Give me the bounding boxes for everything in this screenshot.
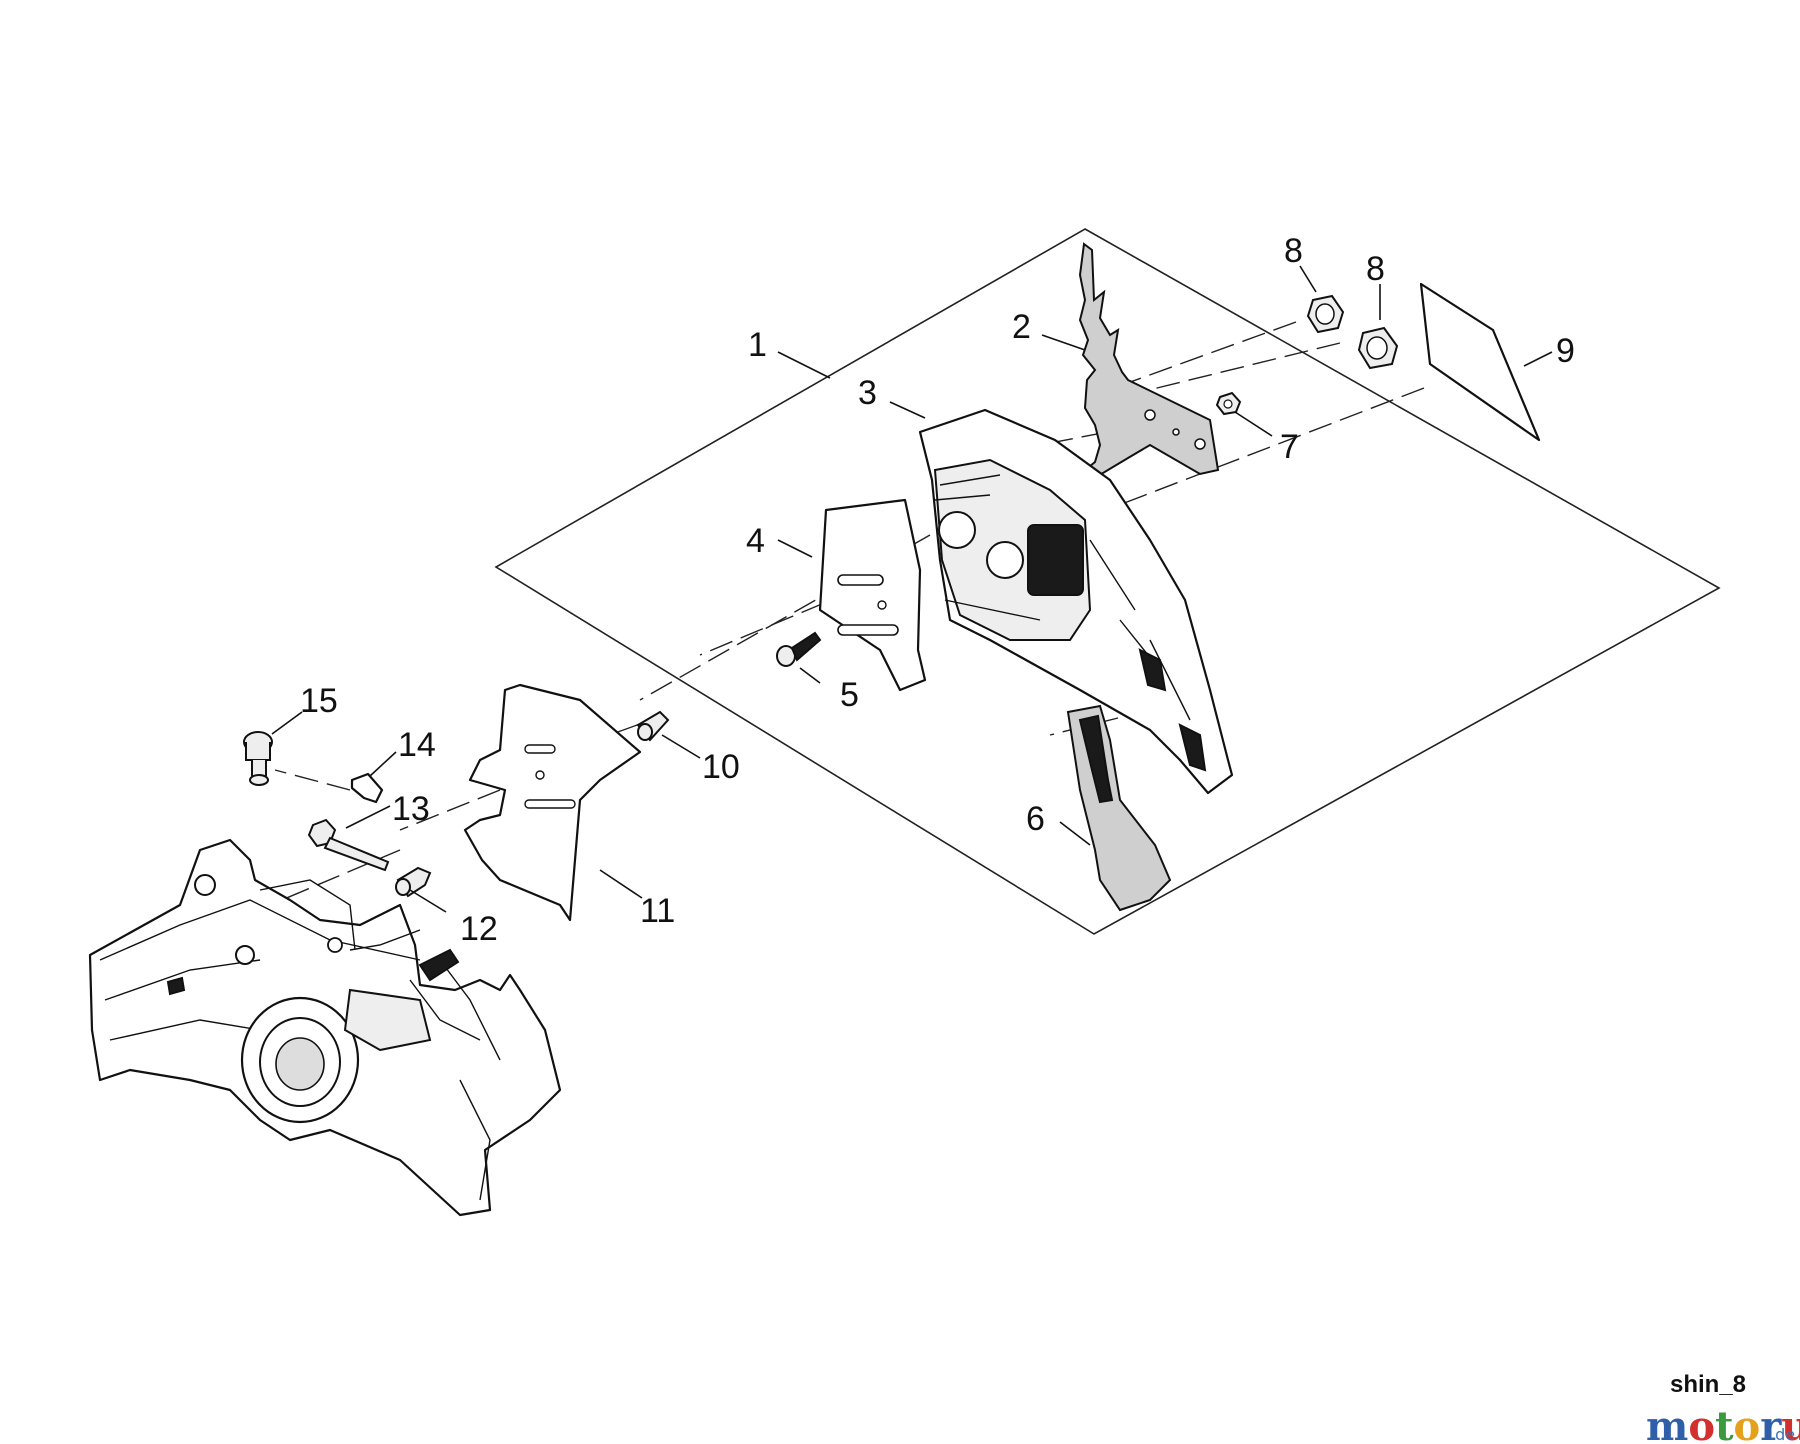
- watermark-letter: t: [1715, 1403, 1734, 1444]
- callout-4: 4: [746, 522, 765, 560]
- callout-6: 6: [1026, 800, 1045, 838]
- chain-catcher-bolt-part: [243, 731, 273, 786]
- callout-10: 10: [702, 748, 740, 786]
- adjuster-pin-part: [395, 866, 432, 898]
- callout-9: 9: [1556, 332, 1575, 370]
- inner-guide-plate-part: [463, 683, 642, 922]
- callout-2: 2: [1012, 308, 1031, 346]
- outer-guide-plate-part: [818, 498, 927, 692]
- callout-11: 11: [640, 892, 675, 930]
- adjuster-screw-part: [307, 818, 390, 872]
- callout-14: 14: [398, 726, 436, 764]
- sprocket-guard-insert-part: [1066, 704, 1172, 912]
- screw-part: [776, 631, 822, 667]
- bar-nut-part-b: [1357, 326, 1399, 370]
- callout-12: 12: [460, 910, 498, 948]
- leader-lines: [271, 265, 1553, 913]
- callout-3: 3: [858, 374, 877, 412]
- guide-bar-stud-part: [636, 710, 670, 742]
- watermark-letter: m: [1646, 1403, 1688, 1444]
- watermark-letter: u: [1781, 1403, 1800, 1444]
- nut-part: [1215, 391, 1242, 416]
- figure-id: shin_8: [1670, 1371, 1746, 1398]
- callout-13: 13: [392, 790, 430, 828]
- sprocket-guard-part: [918, 408, 1234, 795]
- callout-5: 5: [840, 676, 859, 714]
- watermark-suffix: .de: [1770, 1425, 1795, 1444]
- callout-7: 7: [1280, 428, 1299, 466]
- crankcase-housing: [88, 838, 562, 1217]
- callout-1: 1: [748, 326, 767, 364]
- callout-8b: 8: [1366, 250, 1385, 288]
- svg-text:motoruf: motoruf: [1646, 1403, 1800, 1444]
- callout-15: 15: [300, 682, 338, 720]
- watermark-letter: o: [1734, 1403, 1761, 1444]
- callout-8a: 8: [1284, 232, 1303, 270]
- bar-nut-part-a: [1306, 294, 1345, 334]
- watermark-logo: motoruf .de: [1646, 1403, 1800, 1444]
- watermark-letter: r: [1760, 1403, 1782, 1444]
- label-part: [1419, 282, 1541, 442]
- assembly-frame: [494, 228, 1721, 935]
- clip-part: [350, 772, 384, 804]
- watermark-letter: o: [1688, 1403, 1715, 1444]
- callout-labels: 1 2 3 4 5 6 7 8 8 9 10 11 12 13 14 15: [300, 232, 1575, 948]
- spike-bumper-part: [1077, 242, 1220, 478]
